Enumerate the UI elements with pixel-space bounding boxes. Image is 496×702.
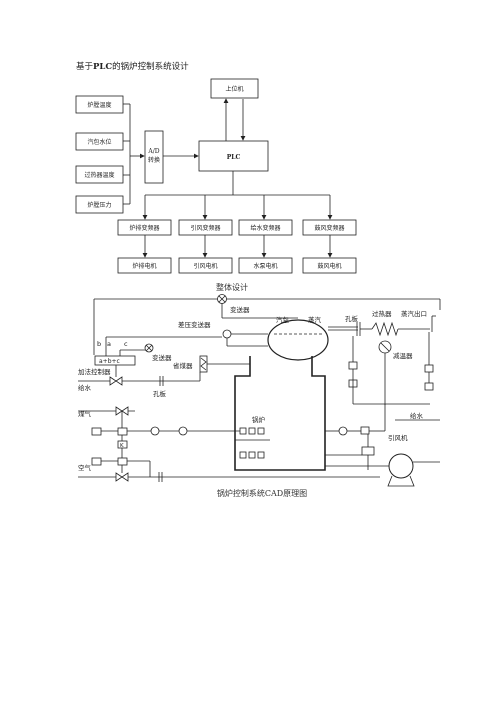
motor-box-4	[302, 257, 357, 274]
transmitter-mid-label: 变送器	[152, 353, 172, 362]
motor-box-3	[238, 257, 293, 274]
sensor-box-3	[75, 165, 124, 184]
draft-fan-label: 引风机	[388, 433, 408, 442]
feedwater-right-label: 给水	[410, 411, 424, 420]
inverter-box-3	[238, 219, 293, 236]
k-label: K	[120, 443, 124, 449]
sensor-label-1: 炉膛温度	[87, 101, 111, 109]
motor-label-3: 水泵电机	[253, 262, 277, 270]
motor-box-1	[117, 257, 172, 274]
cad-diagram: 变送器 汽包 差压变送器 蒸汽 孔板 过热器 蒸汽出口 减温器	[78, 294, 441, 487]
inverter-box-2	[178, 219, 233, 236]
motor-label-4: 鼓风电机	[317, 262, 341, 270]
motor-label-1: 炉排电机	[132, 262, 156, 270]
steam-label: 蒸汽	[308, 315, 322, 324]
label-b: b	[97, 340, 101, 348]
inverter-label-1: 炉排变频器	[129, 224, 159, 232]
inverter-label-3: 给水变频器	[250, 224, 280, 232]
block-diagram-caption: 整体设计	[216, 282, 248, 292]
coal-label: 煤气	[78, 409, 92, 418]
inverter-label-4: 鼓风变频器	[314, 224, 344, 232]
steam-outlet-label: 蒸汽出口	[401, 309, 427, 318]
sensor-label-4: 炉膛压力	[87, 201, 111, 209]
feedwater-left-label: 给水	[78, 383, 92, 392]
ad-label-1: A/D	[147, 148, 159, 155]
draft-fan-symbol	[388, 453, 414, 479]
orifice-bottom-label: 孔板	[153, 389, 167, 398]
block-diagram: 上位机 PLC A/D 转换 炉膛温度 汽包水位 过热器温度 炉膛压力	[75, 78, 357, 274]
drum-label: 汽包	[276, 315, 290, 324]
boiler-body	[234, 356, 326, 471]
inverter-box-1	[117, 219, 172, 236]
plc-box	[198, 140, 269, 172]
page-title: 基于PLC的锅炉控制系统设计	[76, 62, 189, 72]
air-label: 空气	[78, 463, 92, 472]
boiler-label: 锅炉	[252, 415, 266, 424]
label-c: c	[124, 340, 128, 348]
ad-label-2: 转换	[148, 156, 160, 164]
sensor-box-4	[75, 195, 124, 214]
inverter-box-4	[302, 219, 357, 236]
motor-box-2	[178, 257, 233, 274]
steam-drum	[267, 319, 329, 361]
cad-diagram-caption: 锅炉控制系统CAD原理图	[217, 488, 307, 498]
superheater-label: 过热器	[372, 309, 392, 318]
add-controller-label: 加法控制器	[78, 367, 111, 376]
superheater-coil	[371, 321, 399, 337]
sensor-label-3: 过热器温度	[84, 171, 114, 179]
sensor-label-2: 汽包水位	[87, 138, 111, 146]
orifice-top-label: 孔板	[345, 314, 359, 323]
host-box	[210, 78, 259, 99]
feedwater-valve	[109, 376, 123, 386]
motor-label-2: 引风电机	[193, 262, 217, 270]
transmitter-top-label: 变送器	[230, 305, 250, 314]
instrument-r1	[348, 361, 358, 370]
label-a: a	[107, 340, 111, 348]
abc-label: a+b+c	[99, 358, 120, 365]
add-controller-box	[94, 355, 136, 366]
host-label: 上位机	[225, 85, 243, 93]
dp-transmitter-label: 差压变送器	[178, 320, 211, 329]
sensor-box-2	[75, 132, 124, 151]
ad-box	[144, 130, 164, 184]
desuperheater-label: 减温器	[393, 351, 413, 360]
plc-label: PLC	[227, 154, 241, 161]
inverter-label-2: 引风变频器	[190, 224, 220, 232]
sensor-box-1	[75, 95, 124, 114]
economizer-label: 省煤器	[173, 361, 193, 370]
